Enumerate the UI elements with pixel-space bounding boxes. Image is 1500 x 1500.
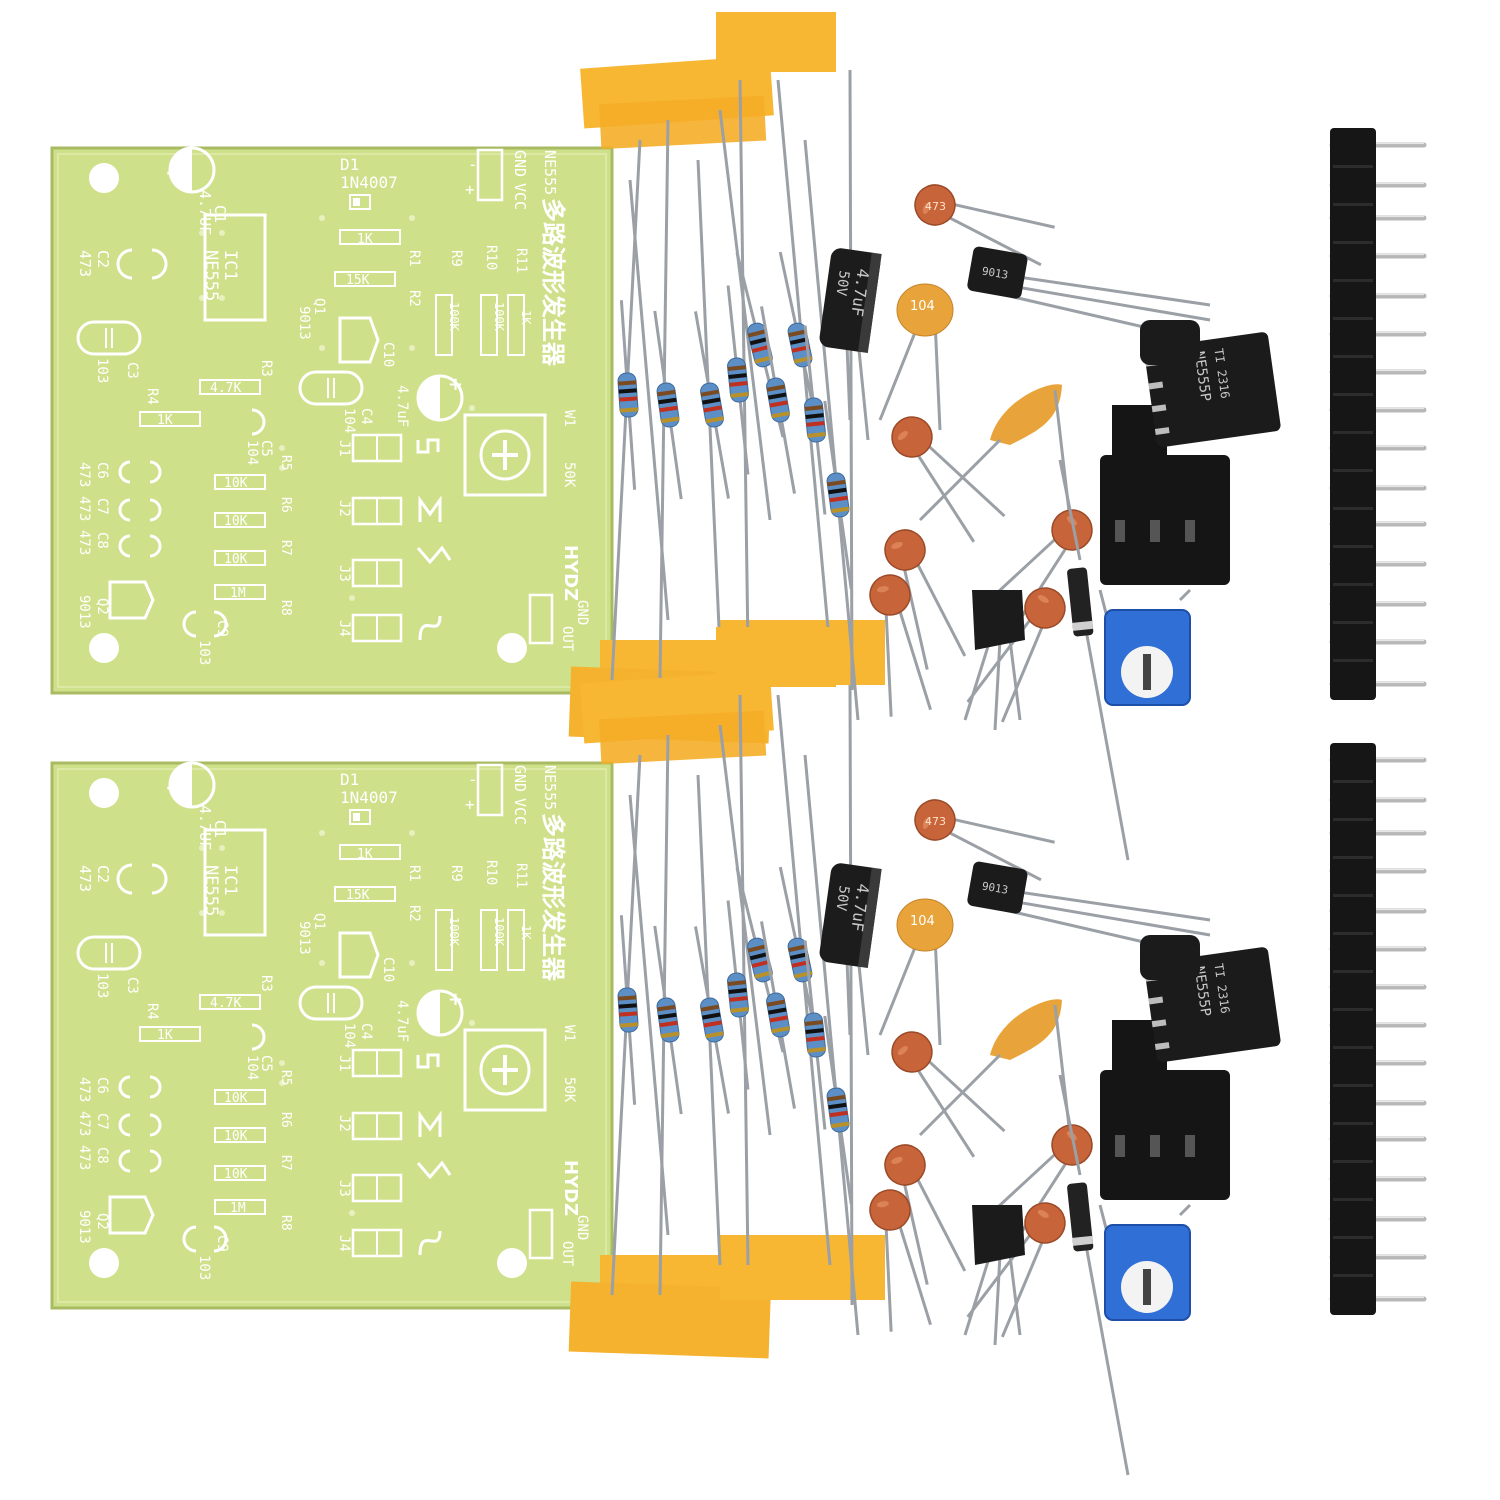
c3-label: C3 — [124, 362, 140, 379]
r5-label: R5 — [278, 455, 293, 471]
vcc-plus-sign: + — [465, 180, 475, 199]
out-gnd-label: GND — [574, 600, 590, 625]
mono-cap-value: 104 — [910, 299, 935, 314]
c9-label: C9 — [214, 620, 230, 637]
r8-value: 1M — [230, 586, 246, 601]
q1-value: 9013 — [296, 306, 312, 340]
board-title: 多路波形发生器 — [539, 198, 567, 367]
c2-value: 473 — [76, 250, 94, 277]
r7-value: 10K — [224, 552, 248, 567]
pin-header-bottom — [1330, 743, 1424, 1315]
c10-label: C10 — [380, 342, 396, 367]
c8-label: C8 — [94, 532, 110, 549]
d1-value: 1N4007 — [340, 173, 398, 192]
q2-value: 9013 — [76, 595, 92, 629]
r4-value: 1K — [157, 413, 173, 428]
w1-label: W1 — [561, 410, 577, 427]
r3-value: 4.7K — [210, 381, 241, 396]
c6-label: C6 — [94, 462, 110, 479]
c6-value: 473 — [76, 462, 92, 487]
c5-label: C5 — [258, 440, 274, 457]
q1-label: Q1 — [311, 298, 327, 315]
j2-label: J2 — [336, 500, 352, 517]
ne555-title-label: NE555 — [541, 150, 559, 195]
c7-value: 473 — [76, 496, 92, 521]
pcb-silkscreen-top: + C1 4.7UF D1 1N4007 IC1 NE555 GND VCC -… — [76, 146, 590, 665]
pin-header-top — [1330, 128, 1424, 700]
r11-label: R11 — [513, 248, 529, 273]
c4-label: C4 — [358, 408, 374, 425]
c8-value: 473 — [76, 530, 92, 555]
ic1-value: NE555 — [201, 250, 221, 301]
c10-value: 4.7uF — [394, 385, 410, 427]
transistor-value: 9013 — [981, 264, 1009, 281]
ic1-label: IC1 — [220, 250, 240, 281]
j1-label: J1 — [336, 440, 352, 457]
r7-label: R7 — [278, 540, 293, 556]
r6-label: R6 — [278, 497, 293, 513]
c4-value: 104 — [341, 408, 357, 433]
gnd-label: GND — [511, 150, 529, 177]
r10-value: 100K — [492, 302, 506, 332]
c3-value: 103 — [94, 358, 110, 383]
j3-label: J3 — [336, 565, 352, 582]
c5-value: 104 — [244, 440, 260, 465]
pcb-board-bottom — [50, 761, 614, 1310]
q2-label: Q2 — [94, 598, 110, 615]
gnd-minus-sign: - — [468, 155, 478, 174]
c1-plus-sign: + — [165, 161, 183, 186]
brand-label: HYDZ — [560, 545, 581, 601]
chip-batch: TI 2316 — [1211, 347, 1232, 399]
out-label: OUT — [559, 626, 575, 652]
c1-value: 4.7UF — [196, 190, 214, 235]
r11-value: 1K — [519, 310, 533, 325]
pcb-board-top — [50, 146, 614, 695]
r9-value: 100K — [447, 302, 461, 332]
j4-label: J4 — [336, 620, 352, 637]
c7-label: C7 — [94, 498, 110, 515]
w1-value: 50K — [561, 462, 577, 488]
c10-plus-sign: + — [448, 374, 463, 395]
r8-label: R8 — [278, 600, 293, 616]
d1-label: D1 — [340, 155, 359, 174]
r1-label: R1 — [406, 250, 422, 267]
r2-label: R2 — [406, 290, 422, 307]
component-kit-bottom — [569, 627, 1282, 1475]
r5-value: 10K — [224, 476, 248, 491]
r10-label: R10 — [483, 245, 499, 270]
r6-value: 10K — [224, 514, 248, 529]
chip-model: NE555P — [1191, 350, 1214, 402]
electrolytic-voltage: 50V — [832, 269, 851, 297]
c2-label: C2 — [94, 250, 112, 268]
r4-label: R4 — [144, 388, 160, 405]
r2-value: 15K — [346, 273, 370, 288]
r1-value: 1K — [357, 232, 373, 247]
r9-label: R9 — [448, 250, 464, 267]
r3-label: R3 — [258, 360, 274, 377]
c9-value: 103 — [196, 640, 212, 665]
ceramic-cap-value: 473 — [925, 200, 946, 213]
vcc-label: VCC — [511, 183, 529, 210]
